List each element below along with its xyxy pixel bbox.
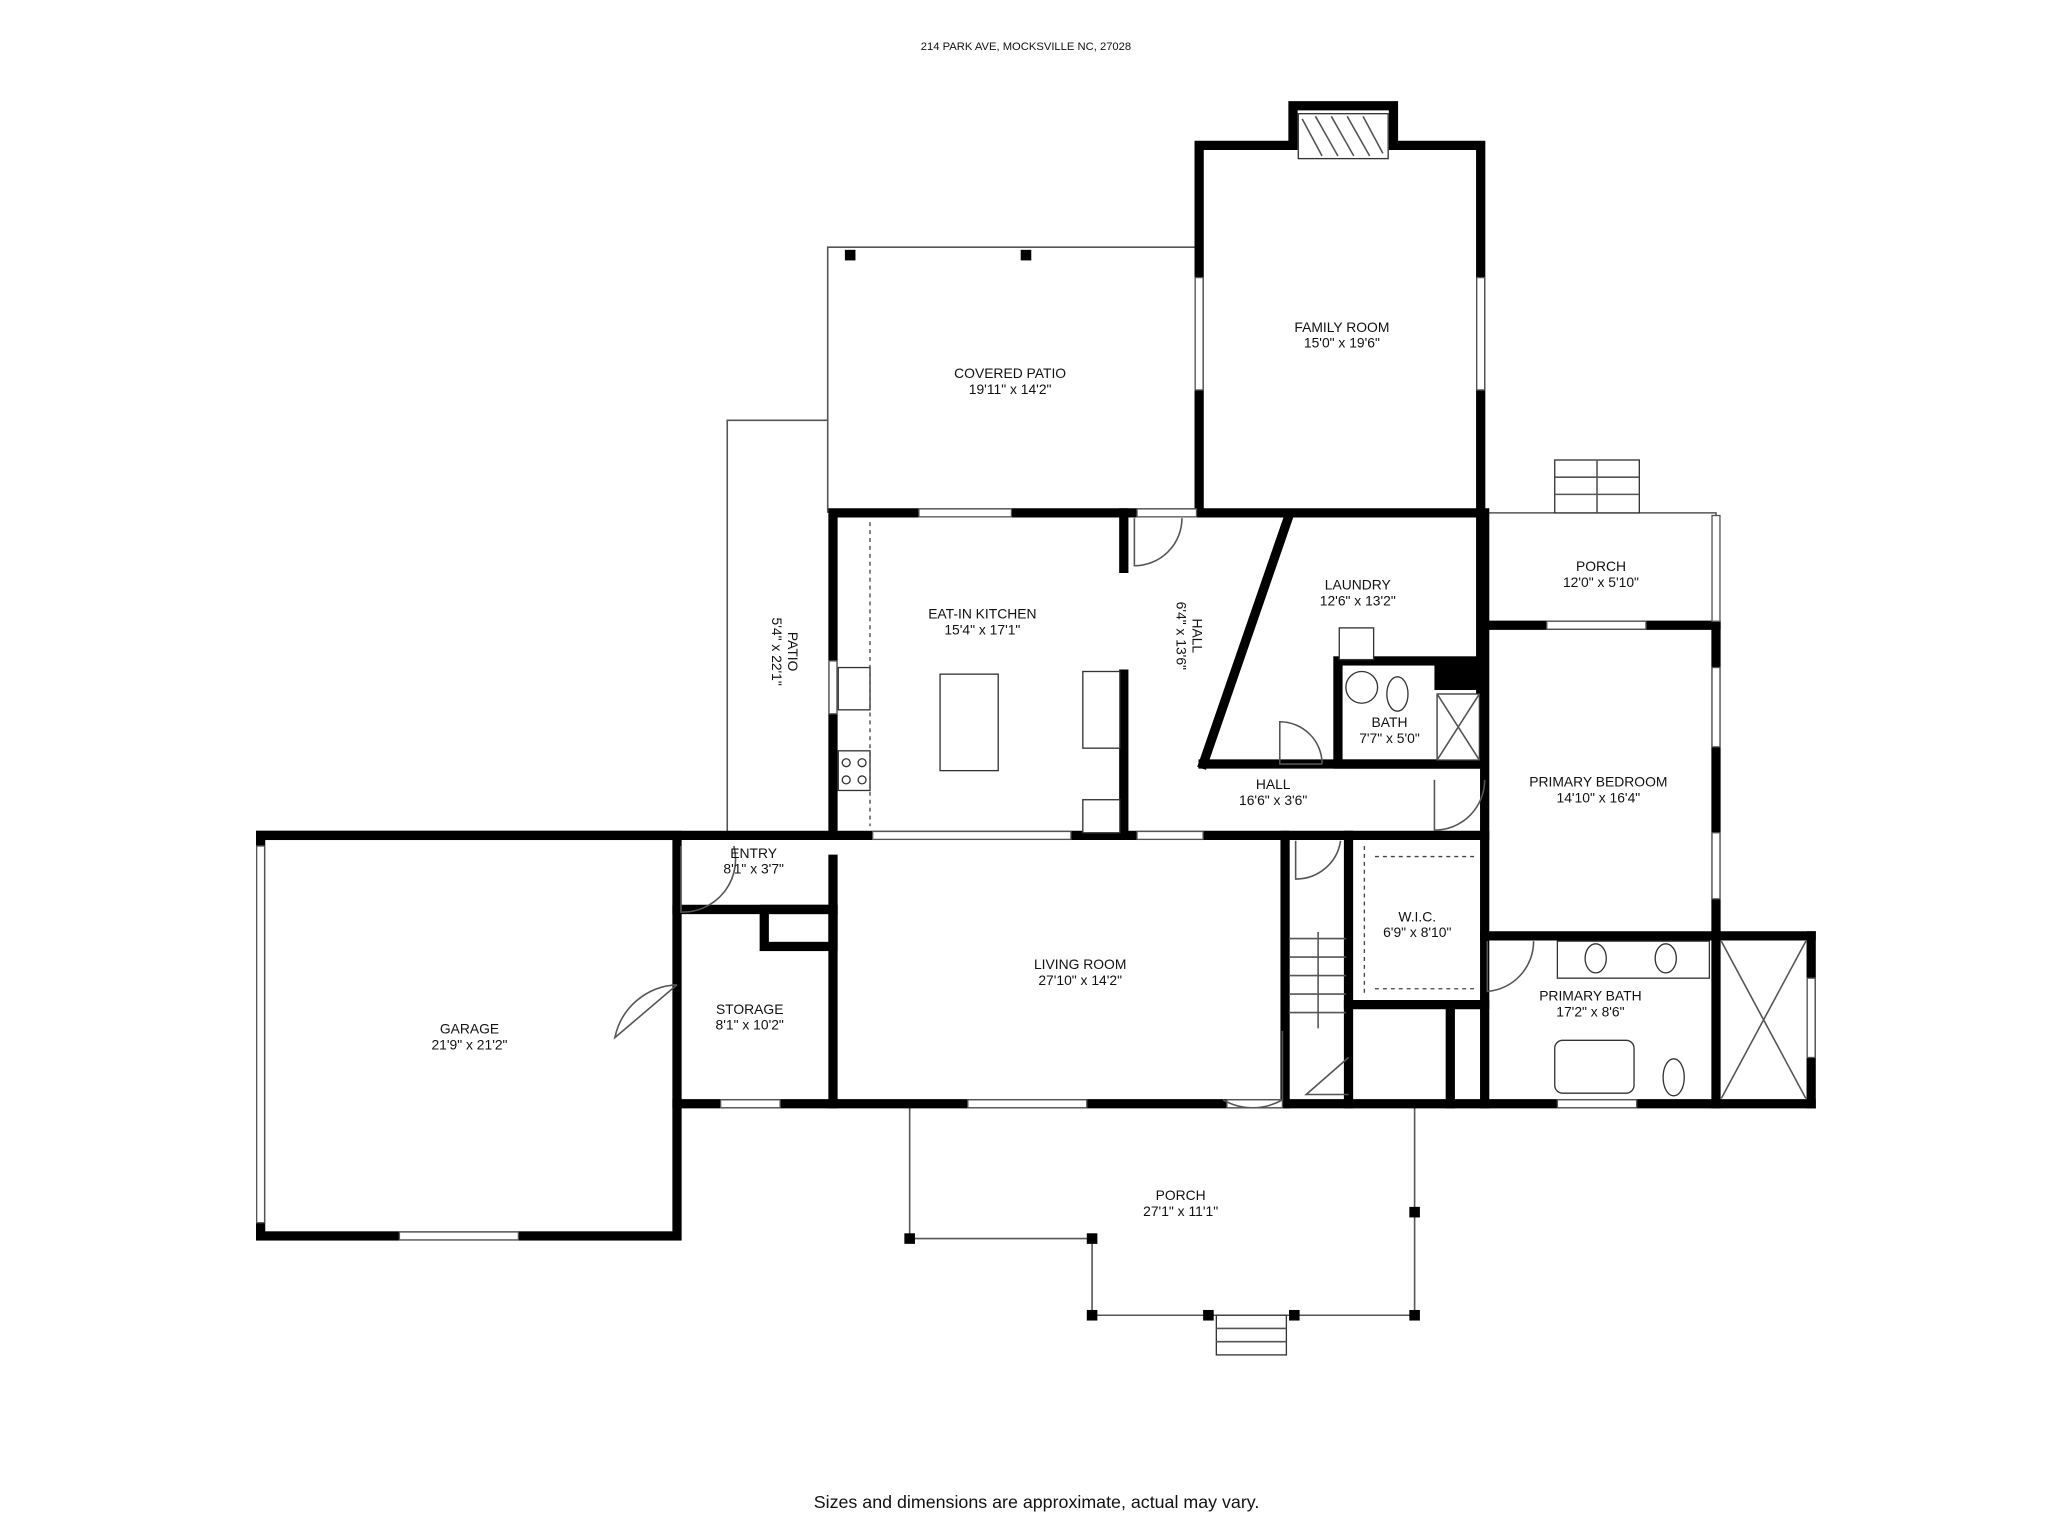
room-name: HALL xyxy=(1190,618,1206,653)
laundry-sink xyxy=(1338,627,1375,661)
fixtures xyxy=(837,522,1807,1099)
room-name: PORCH xyxy=(1156,1187,1206,1203)
room-name: LAUNDRY xyxy=(1325,577,1391,593)
room-size: 16'6" x 3'6" xyxy=(1239,792,1307,808)
disclaimer: Sizes and dimensions are approximate, ac… xyxy=(814,1492,1260,1512)
room-size: 19'11" x 14'2" xyxy=(969,381,1052,397)
address-title: 214 PARK AVE, MOCKSVILLE NC, 27028 xyxy=(921,41,1131,53)
room-name: HALL xyxy=(1256,776,1291,792)
room-size: 8'1" x 10'2" xyxy=(716,1017,784,1033)
stove xyxy=(837,750,871,792)
label-wic: W.I.C.6'9" x 8'10" xyxy=(1383,908,1451,940)
toilet xyxy=(1386,676,1409,712)
room-size: 15'0" x 19'6" xyxy=(1304,335,1380,351)
room-size: 5'4" x 22'1" xyxy=(769,618,785,686)
room-size: 8'1" x 3'7" xyxy=(723,861,784,877)
room-size: 14'10" x 16'4" xyxy=(1556,789,1640,805)
double-vanity xyxy=(1556,940,1711,979)
room-name: PRIMARY BEDROOM xyxy=(1529,774,1667,790)
front-porch-outline xyxy=(904,1107,1420,1356)
bathtub xyxy=(1554,1039,1635,1094)
room-name: FAMILY ROOM xyxy=(1294,319,1389,335)
room-size: 27'10" x 14'2" xyxy=(1038,972,1122,988)
room-name: W.I.C. xyxy=(1398,908,1436,924)
windows xyxy=(256,276,1816,1241)
room-name: LIVING ROOM xyxy=(1034,956,1126,972)
room-name: PATIO xyxy=(785,632,801,672)
room-size: 27'1" x 11'1" xyxy=(1143,1203,1218,1219)
room-name: PRIMARY BATH xyxy=(1539,988,1641,1004)
doors xyxy=(613,518,1535,1109)
room-name: COVERED PATIO xyxy=(954,365,1066,381)
room-size: 6'4" x 13'6" xyxy=(1174,602,1190,670)
room-name: STORAGE xyxy=(716,1001,784,1017)
stairs xyxy=(1289,931,1346,1029)
room-size: 12'0" x 5'10" xyxy=(1563,574,1639,590)
room-size: 17'2" x 8'6" xyxy=(1556,1004,1624,1020)
room-size: 15'4" x 17'1" xyxy=(944,621,1020,637)
covered-patio-outline xyxy=(826,246,1200,513)
room-name: GARAGE xyxy=(440,1021,499,1037)
kitchen-sink xyxy=(837,666,871,711)
patio-outline xyxy=(726,419,828,833)
room-name: EAT-IN KITCHEN xyxy=(928,606,1036,622)
bath-sink xyxy=(1345,670,1379,704)
room-name: PORCH xyxy=(1576,558,1626,574)
room-size: 21'9" x 21'2" xyxy=(431,1037,507,1053)
kitchen-island xyxy=(939,673,999,772)
room-size: 7'7" x 5'0" xyxy=(1359,730,1420,746)
rear-porch-outline xyxy=(1487,459,1717,626)
room-size: 12'6" x 13'2" xyxy=(1320,592,1396,608)
room-name: BATH xyxy=(1372,714,1408,730)
room-name: ENTRY xyxy=(730,845,777,861)
room-size: 6'9" x 8'10" xyxy=(1383,924,1451,940)
